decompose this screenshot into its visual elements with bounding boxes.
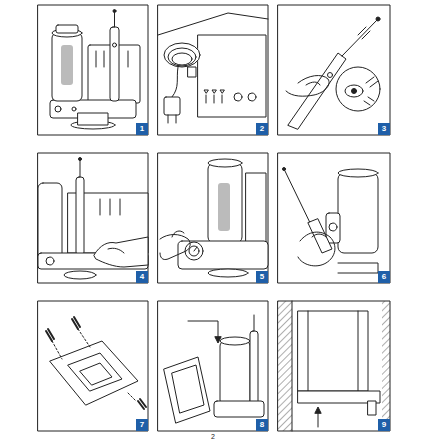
- unit-overview: [50, 10, 140, 130]
- callout-number: 1: [136, 123, 148, 135]
- callout-number: 7: [136, 419, 148, 431]
- wall-hanging: [278, 301, 390, 431]
- callout-number: 8: [256, 419, 268, 431]
- callout-number: 2: [256, 123, 268, 135]
- callout-number: 5: [260, 272, 264, 282]
- callout-number: 8: [260, 420, 264, 430]
- callout-number: 3: [378, 123, 390, 135]
- power-cord: [158, 13, 268, 123]
- callout-number: 3: [382, 124, 386, 134]
- callout-number: 6: [378, 271, 390, 283]
- pressure-dial: [160, 159, 268, 277]
- power-button: [38, 158, 148, 280]
- callout-number: 9: [378, 419, 390, 431]
- callout-number: 2: [260, 124, 264, 134]
- callout-number: 7: [140, 420, 144, 430]
- callout-number: 9: [382, 420, 386, 430]
- wall-bracket: [46, 317, 146, 409]
- attach-tip: [286, 17, 380, 129]
- callout-number: 1: [140, 124, 144, 134]
- page-number: 2: [211, 433, 215, 441]
- callout-number: 5: [256, 271, 268, 283]
- handle-switch: [283, 168, 379, 274]
- callout-number: 4: [140, 272, 144, 282]
- callout-number: 6: [382, 272, 386, 282]
- panel-frames: [38, 5, 390, 431]
- callout-number: 4: [136, 271, 148, 283]
- mount-unit: [164, 315, 264, 423]
